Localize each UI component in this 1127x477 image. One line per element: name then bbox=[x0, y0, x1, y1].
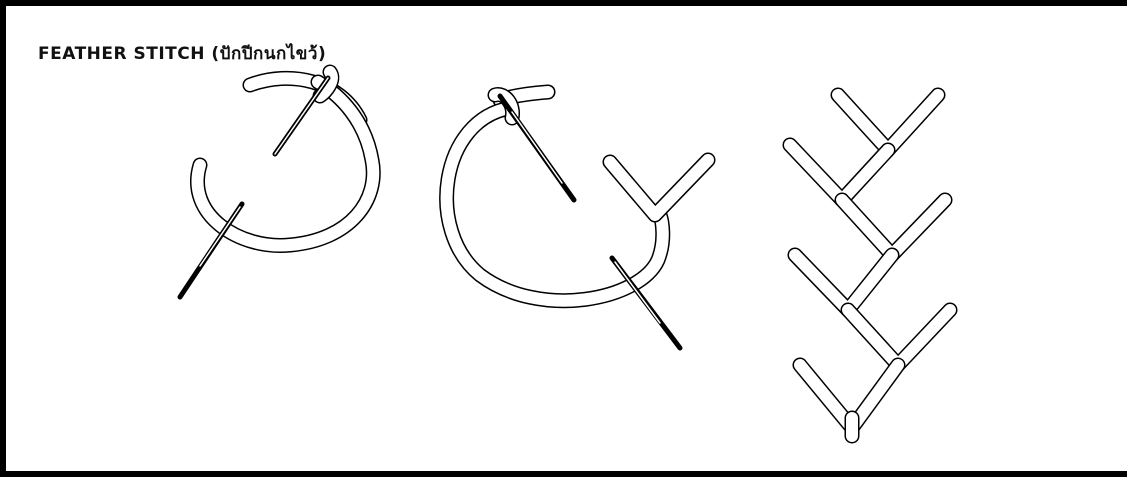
step-3-figure bbox=[790, 95, 950, 436]
step-2-figure bbox=[447, 92, 708, 348]
step-1-figure bbox=[180, 72, 373, 297]
